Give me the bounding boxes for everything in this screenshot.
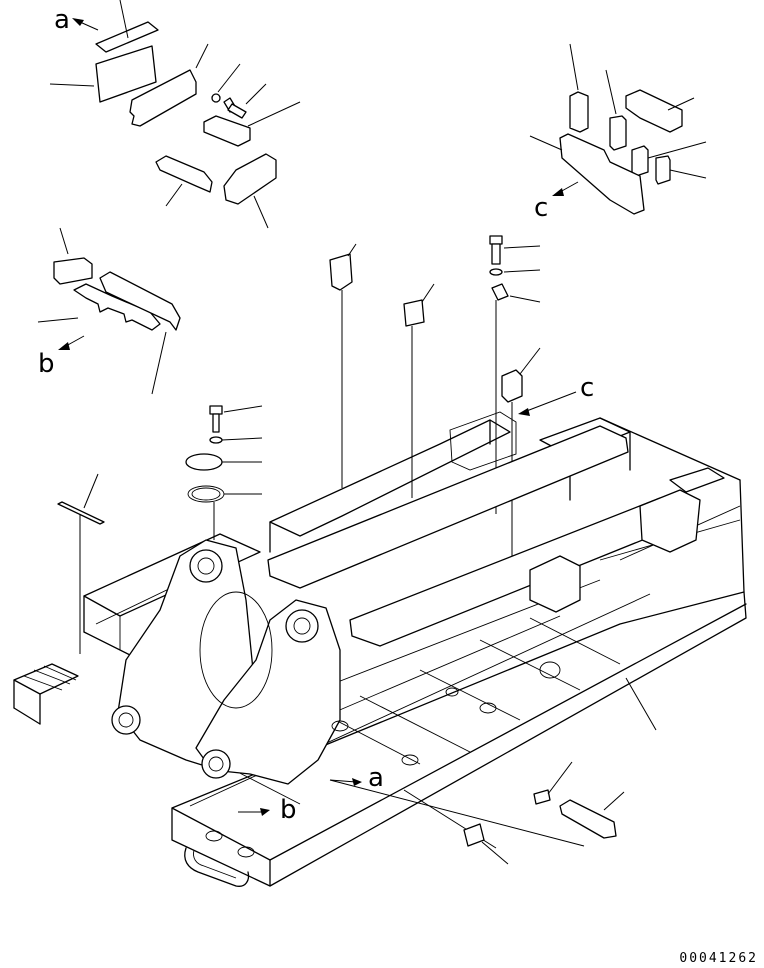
part-group-c: c — [529, 43, 707, 223]
arrow-a-frame-icon — [352, 778, 362, 786]
label-b-frame: b — [280, 795, 297, 825]
small-block-part-3 — [655, 155, 671, 185]
tall-block-part — [569, 91, 589, 133]
wedge-part-2 — [223, 153, 277, 205]
thin-plate-part — [95, 21, 159, 53]
arrow-c-icon — [552, 188, 564, 196]
square-block-part-2 — [501, 369, 523, 403]
pivot-boss-3 — [111, 705, 141, 735]
notched-plate-part — [129, 69, 197, 127]
bracket-right — [639, 489, 701, 553]
square-block-part — [403, 299, 425, 327]
stepped-plate-part — [559, 133, 645, 215]
pivot-boss-1 — [189, 549, 223, 583]
main-frame: a b — [13, 411, 747, 887]
small-block-part — [53, 257, 93, 285]
bottom-parts — [463, 761, 625, 865]
notched-beam-part — [73, 283, 161, 331]
drawing-code: 00041262 — [679, 951, 758, 966]
small-block-part-2 — [631, 145, 649, 177]
bolt-stack-left — [185, 405, 263, 540]
part-group-a: a — [49, 0, 301, 229]
block-part — [203, 115, 251, 147]
part-group-b: b — [37, 227, 181, 395]
washer-part — [211, 93, 221, 103]
bracket-mid — [529, 555, 581, 613]
step-left — [13, 663, 79, 725]
label-c-frame: c — [580, 373, 594, 403]
pivot-boss-4 — [201, 749, 231, 779]
arrow-b-icon — [58, 342, 70, 350]
block-part-2 — [609, 115, 627, 151]
label-a-frame: a — [368, 763, 384, 793]
arrow-a-icon — [72, 18, 84, 26]
small-plate-part-bottom — [463, 823, 485, 847]
label-b-left: b — [38, 349, 55, 379]
small-block-part-bottom — [533, 789, 551, 805]
long-wedge-part — [99, 271, 181, 331]
strip-part — [57, 501, 105, 525]
wedge-part — [155, 155, 213, 193]
long-bar-part — [559, 799, 617, 839]
label-c-top: c — [534, 193, 548, 223]
bolt-part — [223, 97, 247, 119]
arm-beam-upper — [267, 425, 629, 589]
pivot-boss-2 — [285, 609, 319, 643]
arrow-b-frame-icon — [260, 808, 270, 816]
label-a-top: a — [54, 5, 70, 35]
side-plate-part — [95, 45, 157, 103]
side-plate-right — [195, 599, 341, 785]
l-bracket-part — [625, 89, 683, 133]
step-front — [184, 847, 250, 887]
arrow-c-frame-icon — [518, 408, 530, 416]
cap-plate-part — [329, 253, 353, 291]
